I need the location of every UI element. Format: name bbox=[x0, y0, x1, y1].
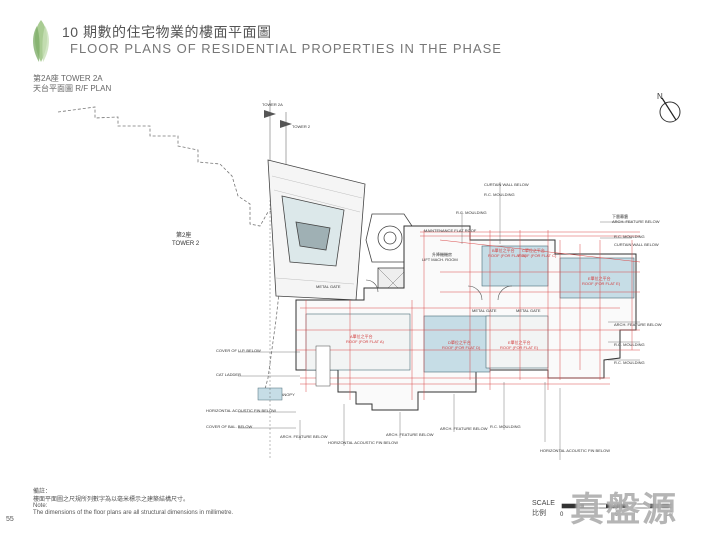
callout-arch-feature: ARCH. FEATURE BELOW bbox=[612, 219, 660, 224]
roof-e2-cn: E單位之平台 bbox=[508, 339, 531, 345]
scale-mid: 5 bbox=[615, 512, 619, 518]
tower-label: 第2A座 TOWER 2A bbox=[33, 74, 103, 83]
callout-cover-bal: COVER OF BAL. BELOW bbox=[206, 424, 252, 429]
roof-e-en: ROOF (FOR FLAT E) bbox=[582, 281, 621, 286]
callout-top-moulding-2: R.C. MOULDING bbox=[456, 210, 487, 215]
roof-d-cn: D單位之平台 bbox=[448, 339, 471, 345]
scale-label-cn: 比例 bbox=[532, 510, 546, 517]
callout-left-fin: HORIZONTAL ACOUSTIC FIN BELOW bbox=[206, 408, 276, 413]
roof-c-en: ROOF (FOR FLAT C) bbox=[518, 253, 557, 258]
metal-gate-label-3: METAL GATE bbox=[316, 284, 341, 289]
roof-flat-e bbox=[485, 315, 549, 369]
callout-bottom-arch: ARCH. FEATURE BELOW bbox=[280, 434, 328, 439]
callout-top-moulding: R.C. MOULDING bbox=[484, 192, 515, 197]
callout-top-curtain: CURTAIN WALL BELOW bbox=[484, 182, 529, 187]
roof-flat-b bbox=[481, 245, 549, 287]
roof-flat-c bbox=[559, 257, 635, 299]
skewed-wing bbox=[267, 159, 366, 301]
roof-a-en: ROOF (FOR FLAT A) bbox=[346, 339, 385, 344]
scale-end: 10 bbox=[666, 512, 673, 518]
roof-d-en: ROOF (FOR FLAT D) bbox=[442, 345, 481, 350]
tower-2a-flag: TOWER 2A bbox=[262, 102, 283, 107]
remarks-body-en: The dimensions of the floor plans are al… bbox=[33, 510, 234, 516]
roof-b-en: ROOF (FOR FLAT B) bbox=[488, 253, 527, 258]
stair-core bbox=[365, 213, 413, 263]
north-arrow-icon: N bbox=[657, 92, 681, 123]
callout-bottom-moulding: R.C. MOULDING bbox=[490, 424, 521, 429]
plan-label: 天台平面圖 R/F PLAN bbox=[33, 84, 112, 93]
roof-c-cn: C單位之平台 bbox=[522, 247, 545, 253]
maintenance-roof-label: MAINTENANCE FLAT ROOF bbox=[424, 228, 477, 233]
scale-label: SCALE bbox=[532, 500, 555, 507]
callout-curtain-wall-en: CURTAIN WALL BELOW bbox=[614, 242, 659, 247]
dimension-lines bbox=[296, 230, 641, 400]
remarks-body-cn: 樓面平面圖之尺規所列數字為以毫米標示之建築結構尺寸。 bbox=[33, 497, 190, 503]
callout-curtain-wall-cn: 下層幕牆 bbox=[612, 213, 628, 219]
flat-roofs bbox=[305, 245, 635, 373]
metal-gate-label-2: METAL GATE bbox=[516, 308, 541, 313]
callout-cat-ladder: CAT LADDER bbox=[216, 372, 241, 377]
callout-bottom-fin-2: HORIZONTAL ACOUSTIC FIN BELOW bbox=[540, 448, 610, 453]
svg-text:N: N bbox=[657, 92, 663, 101]
remarks-heading: 備註： bbox=[33, 489, 52, 495]
callout-bottom-arch-3: ARCH. FEATURE BELOW bbox=[440, 426, 488, 431]
remarks-heading-en: Note: bbox=[33, 503, 48, 509]
roof-e2-en: ROOF (FOR FLAT E) bbox=[500, 345, 539, 350]
scale-start: 0 bbox=[560, 512, 564, 518]
scale-bar: 0 5 10 bbox=[560, 503, 673, 518]
callout-arch-feature-2: ARCH. FEATURE BELOW bbox=[614, 322, 662, 327]
tower-2-en-label: TOWER 2 bbox=[172, 241, 200, 247]
roof-b-cn: B單位之平台 bbox=[492, 247, 515, 253]
tower-2-flag: TOWER 2 bbox=[292, 124, 311, 129]
callout-bottom-fin: HORIZONTAL ACOUSTIC FIN BELOW bbox=[328, 440, 398, 445]
callout-bottom-arch-2: ARCH. FEATURE BELOW bbox=[386, 432, 434, 437]
page-number: 55 bbox=[6, 516, 14, 523]
roof-flat-d bbox=[423, 315, 491, 373]
cat-ladder-shaft bbox=[315, 345, 331, 387]
watermark: 真盤源 bbox=[570, 490, 678, 530]
callout-cover-uf: COVER OF U.P. BELOW bbox=[216, 348, 261, 353]
lift-mach-en: LIFT MACH. ROOM bbox=[422, 257, 458, 262]
roof-a-cn: A單位之平台 bbox=[350, 333, 373, 339]
tower-2-cn-label: 第2座 bbox=[176, 231, 191, 239]
metal-gate-label-1: METAL GATE bbox=[472, 308, 497, 313]
tower-2-outline bbox=[57, 106, 287, 401]
page-title-cn: 10 期數的住宅物業的樓面平面圖 bbox=[62, 24, 272, 40]
page-title-en: FLOOR PLANS OF RESIDENTIAL PROPERTIES IN… bbox=[70, 41, 502, 56]
leaf-logo-icon bbox=[33, 20, 49, 62]
callout-rc-moulding-2: R.C. MOULDING bbox=[614, 342, 645, 347]
callout-rc-moulding: R.C. MOULDING bbox=[614, 234, 645, 239]
lift-mach-cn: 升降機機房 bbox=[432, 251, 452, 257]
roof-e-cn: E單位之平台 bbox=[588, 275, 611, 281]
callout-rc-moulding-3: R.C. MOULDING bbox=[614, 360, 645, 365]
